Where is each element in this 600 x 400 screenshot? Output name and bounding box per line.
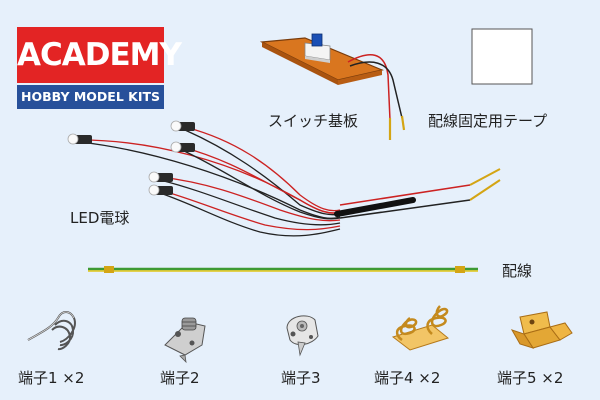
led-bulb	[170, 141, 195, 153]
tape-illustration	[471, 28, 533, 85]
led-bulbs-illustration	[79, 126, 471, 237]
led-bulb	[67, 133, 92, 145]
brand-name: ACADEMY	[17, 27, 182, 83]
led-bulb	[170, 120, 195, 132]
heat-shrink-tube	[334, 197, 416, 217]
terminal3-label: 端子3	[281, 369, 321, 387]
led-bulb	[148, 184, 173, 196]
terminal3-illustration	[286, 315, 319, 357]
led-lead	[469, 179, 501, 201]
tape-label: 配線固定用テープ	[428, 112, 548, 130]
terminal1-illustration	[27, 311, 76, 351]
terminal2-illustration	[164, 317, 206, 364]
terminal1-label: 端子1 ×2	[18, 369, 85, 387]
terminal4-illustration	[391, 305, 450, 351]
terminal2-label: 端子2	[160, 369, 200, 387]
led-label: LED電球	[70, 209, 130, 227]
led-lead	[469, 168, 501, 186]
terminal5-label: 端子5 ×2	[497, 369, 564, 387]
led-bulb	[148, 171, 173, 183]
terminal5-illustration	[510, 311, 573, 349]
terminal4-label: 端子4 ×2	[374, 369, 441, 387]
academy-logo: ACADEMY HOBBY MODEL KITS	[17, 27, 182, 109]
wire-label: 配線	[502, 262, 533, 280]
switch-board-illustration	[259, 33, 406, 140]
wire-illustration	[88, 266, 478, 273]
switch-board-label: スイッチ基板	[268, 112, 359, 130]
brand-subtitle: HOBBY MODEL KITS	[17, 85, 164, 109]
